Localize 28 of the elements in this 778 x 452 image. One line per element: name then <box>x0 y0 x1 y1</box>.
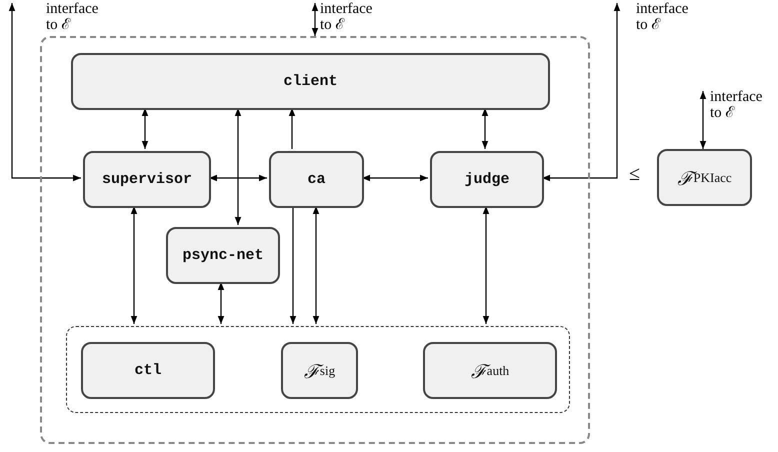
arrow <box>8 3 81 182</box>
process-box: ca <box>269 151 364 208</box>
process-box: supervisor <box>83 151 211 208</box>
arrow <box>542 3 620 182</box>
arrow <box>209 174 267 182</box>
arrow <box>142 108 148 149</box>
arrow <box>234 108 242 225</box>
relation-symbol: ≤ <box>629 163 640 186</box>
arrow <box>482 206 490 324</box>
arrow <box>218 282 224 324</box>
interface-label: interface to ℰ <box>46 0 108 33</box>
arrow <box>700 91 706 149</box>
interface-label: interface to ℰ <box>710 88 772 121</box>
arrow <box>482 108 488 149</box>
arrow <box>312 206 320 324</box>
interface-label: interface to ℰ <box>636 0 698 33</box>
dashed-group-frame <box>40 36 590 444</box>
arrow <box>130 206 138 324</box>
process-box: ctl <box>81 342 215 399</box>
arrow <box>362 174 428 182</box>
arrow <box>312 3 318 36</box>
process-box: judge <box>430 151 544 208</box>
arrow <box>288 108 296 149</box>
interface-label: interface to ℰ <box>320 0 382 33</box>
arrow <box>290 206 296 324</box>
process-box: client <box>71 53 550 110</box>
process-box: psync-net <box>166 227 280 284</box>
dashed-group-frame <box>66 326 570 413</box>
